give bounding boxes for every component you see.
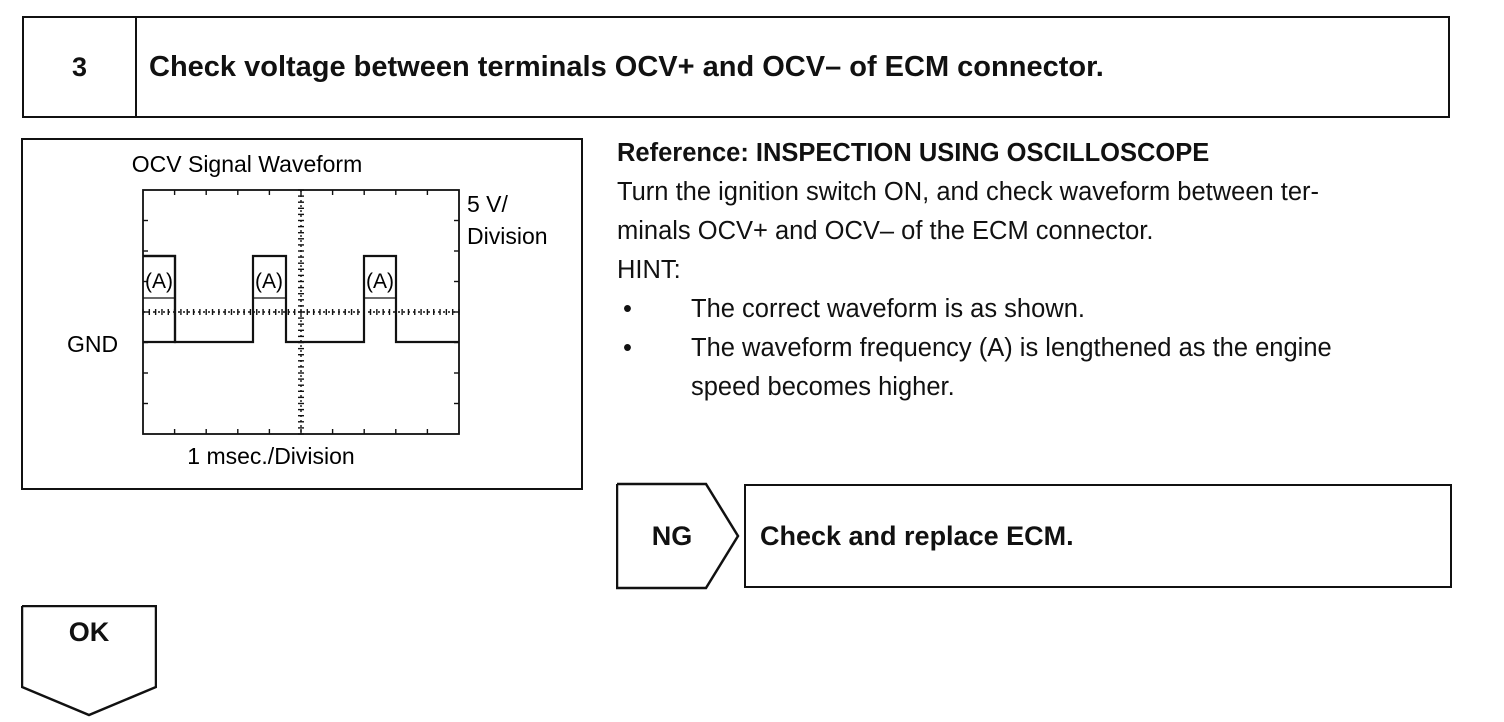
pulse-label-2: (A): [255, 270, 283, 293]
hint-bullet-1: • The correct waveform is as shown.: [617, 290, 1457, 329]
signal-waveform: [143, 254, 459, 344]
waveform-diagram: OCV Signal Waveform 5 V/ Division GND 1 …: [67, 151, 548, 469]
step-number: 3: [24, 18, 137, 116]
voltage-scale-line1: 5 V/: [467, 191, 509, 217]
bullet-symbol: •: [623, 295, 632, 323]
hint-bullet-2: • The waveform frequency (A) is lengthen…: [617, 329, 1457, 407]
gnd-label: GND: [67, 331, 118, 357]
hint-bullet-2-line-1: The waveform frequency (A) is lengthened…: [691, 334, 1332, 362]
pulse-label-3: (A): [366, 270, 394, 293]
ng-branch: NG Check and replace ECM.: [616, 482, 1452, 590]
reference-section: Reference: INSPECTION USING OSCILLOSCOPE…: [617, 134, 1457, 407]
pulse-marker-1: (A): [143, 270, 175, 299]
pulse-marker-2: (A): [253, 270, 286, 299]
waveform-figure: OCV Signal Waveform 5 V/ Division GND 1 …: [21, 138, 583, 490]
hint-label: HINT:: [617, 256, 681, 284]
step-title: Check voltage between terminals OCV+ and…: [149, 50, 1104, 83]
ng-result-box: Check and replace ECM.: [744, 484, 1452, 588]
hint-bullet-1-text: The correct waveform is as shown.: [691, 295, 1085, 323]
reference-line-2: minals OCV+ and OCV– of the ECM connecto…: [617, 217, 1154, 245]
grid: [142, 189, 460, 435]
pulse-label-1: (A): [145, 270, 173, 293]
bullet-symbol: •: [623, 334, 632, 362]
ng-label: NG: [651, 520, 693, 551]
step-header: 3 Check voltage between terminals OCV+ a…: [22, 16, 1450, 118]
hint-bullet-2-line-2: speed becomes higher.: [691, 373, 955, 401]
signal-trace: [143, 254, 177, 344]
ok-arrow-shape: [21, 605, 157, 717]
ng-arrow-shape: [616, 482, 740, 590]
voltage-scale-line2: Division: [467, 223, 548, 249]
reference-heading: Reference: INSPECTION USING OSCILLOSCOPE: [617, 139, 1210, 167]
ng-result-text: Check and replace ECM.: [760, 520, 1074, 551]
reference-line-1: Turn the ignition switch ON, and check w…: [617, 178, 1320, 206]
pulse-marker-3: (A): [364, 270, 396, 299]
time-scale-label: 1 msec./Division: [187, 443, 354, 469]
waveform-title: OCV Signal Waveform: [132, 151, 363, 177]
ok-label: OK: [68, 617, 110, 647]
ok-branch: OK: [21, 605, 157, 717]
